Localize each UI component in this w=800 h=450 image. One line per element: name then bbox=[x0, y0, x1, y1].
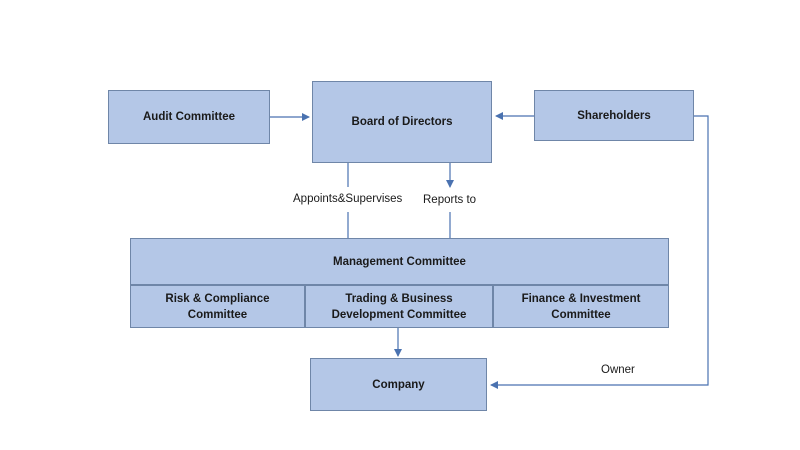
edge-label-appoints: Appoints&Supervises bbox=[293, 193, 403, 205]
board-of-directors-box: Board of Directors bbox=[312, 81, 492, 163]
finance-investment-committee-box: Finance & Investment Committee bbox=[493, 285, 669, 328]
management-committee-label: Management Committee bbox=[333, 255, 466, 268]
edge-label-owner: Owner bbox=[601, 364, 635, 376]
board-of-directors-label: Board of Directors bbox=[351, 116, 453, 128]
edge-label-reports: Reports to bbox=[423, 194, 477, 206]
trading-business-committee-label: Trading & Business Development Committee bbox=[331, 292, 467, 321]
shareholders-label: Shareholders bbox=[577, 109, 651, 122]
shareholders-box: Shareholders bbox=[534, 90, 694, 141]
trading-business-committee-box: Trading & Business Development Committee bbox=[305, 285, 493, 328]
finance-investment-committee-label: Finance & Investment Committee bbox=[521, 292, 641, 321]
risk-compliance-committee-box: Risk & Compliance Committee bbox=[130, 285, 305, 328]
audit-committee-box: Audit Committee bbox=[108, 90, 270, 144]
company-box: Company bbox=[310, 358, 487, 411]
audit-committee-label: Audit Committee bbox=[143, 111, 235, 123]
risk-compliance-committee-label: Risk & Compliance Committee bbox=[165, 292, 270, 321]
arrow-shareholders-to-company bbox=[490, 115, 709, 389]
company-label: Company bbox=[372, 378, 425, 391]
management-committee-box: Management Committee bbox=[130, 238, 669, 285]
